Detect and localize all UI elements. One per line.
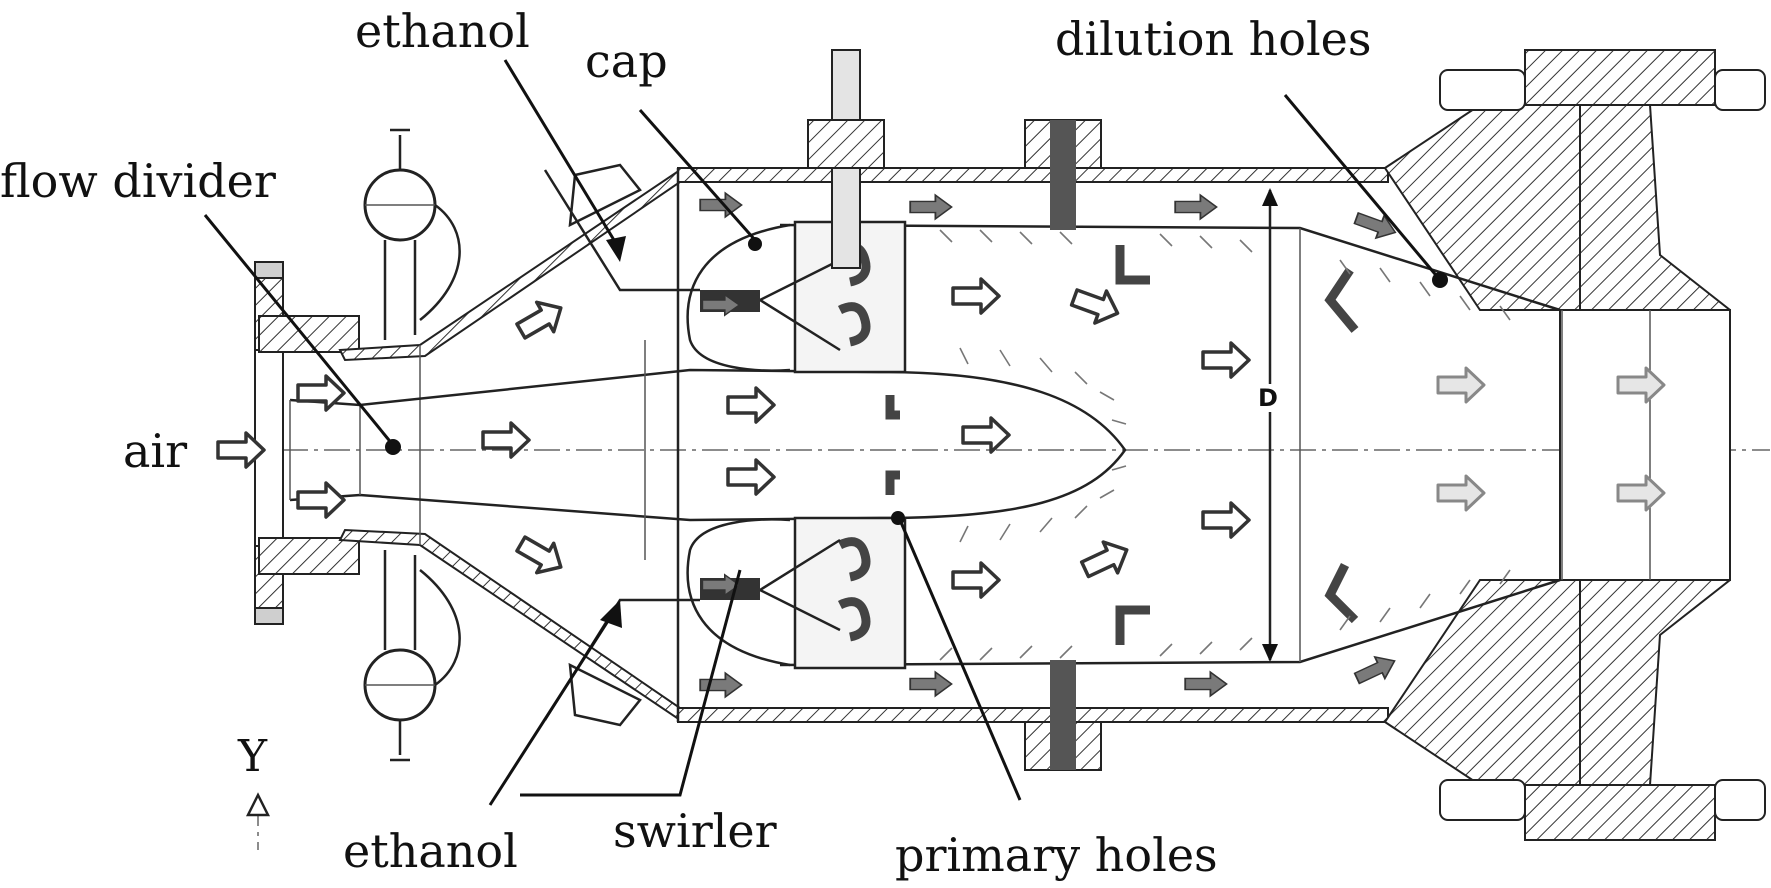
swirler (759, 220, 907, 670)
outer-casing (644, 167, 1389, 723)
label-swirler: swirler (613, 804, 777, 858)
jet-arrows (885, 245, 1359, 645)
label-flow-divider: flow divider (0, 154, 276, 208)
label-air: air (123, 424, 188, 478)
dimension-d-line (1262, 188, 1278, 662)
inlet-flange (254, 261, 360, 625)
flow-arrows-main (216, 277, 1251, 599)
label-dimension-d: D (1258, 384, 1278, 412)
leader-lines (203, 59, 1448, 806)
y-axis-arrow (245, 792, 271, 817)
hole-jets (939, 229, 1511, 661)
combustor-liner (779, 223, 1561, 667)
label-dilution-holes: dilution holes (1055, 12, 1372, 66)
label-primary-holes: primary holes (895, 828, 1218, 882)
exit-flange (1383, 49, 1766, 841)
label-ethanol-top: ethanol (355, 4, 530, 58)
pressure-gauges (363, 128, 461, 762)
label-ethanol-bottom: ethanol (343, 824, 518, 878)
cap (686, 223, 791, 667)
casing-ports (807, 49, 1102, 771)
label-axis-y: Y (238, 731, 268, 782)
flow-divider (289, 368, 881, 522)
label-cap: cap (585, 34, 668, 88)
